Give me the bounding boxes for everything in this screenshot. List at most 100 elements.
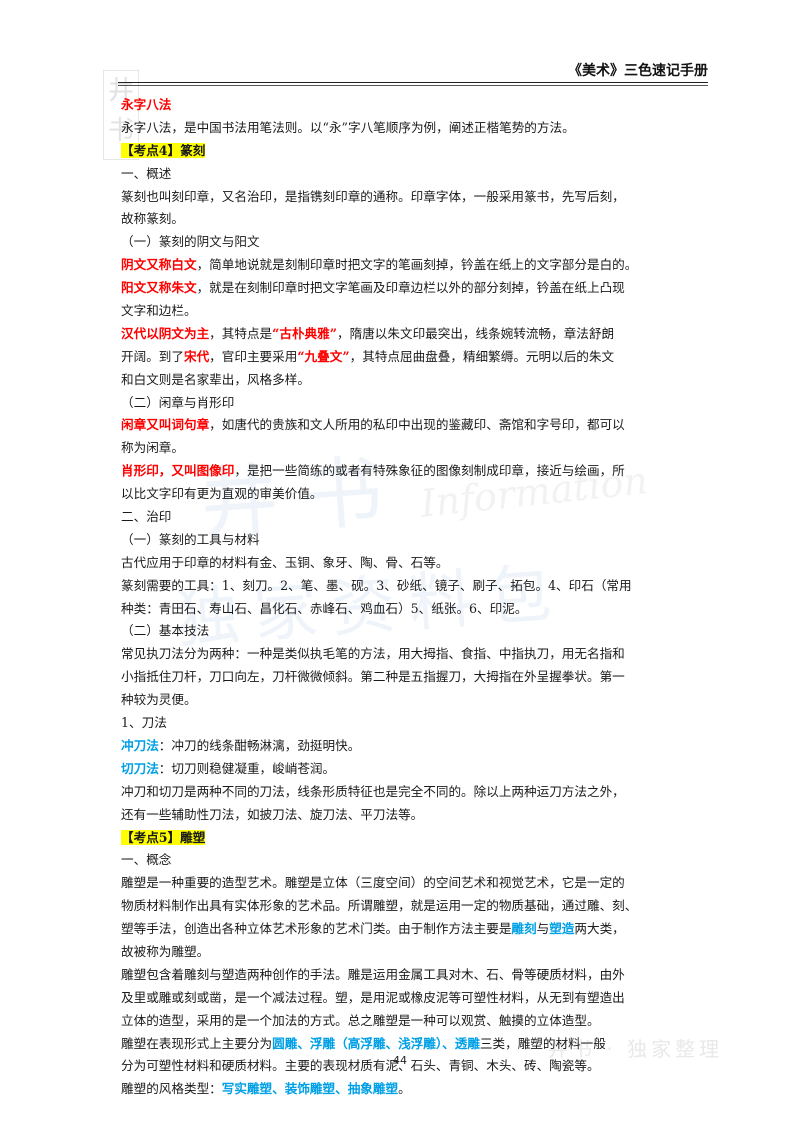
- text-line: 塑等手法，创造出各种立体艺术形象的艺术门类。由于制作方法主要是雕刻与塑造两大类，: [121, 918, 687, 941]
- text-segment: 及里或雕或刻或凿，是一个减法过程。塑，是用泥或橡皮泥等可塑性材料，从无到有塑造出: [121, 989, 625, 1005]
- section-heading: 【考点4】篆刻: [121, 142, 206, 158]
- text-segment: ，就是在刻制印章时把文字笔画及印章边栏以外的部分刻掉，钤盖在纸上凸现: [196, 280, 625, 296]
- text-line: 雕塑的风格类型：写实雕塑、装饰雕塑、抽象雕塑。: [121, 1078, 687, 1101]
- text-segment: 称为闲章。: [121, 440, 184, 456]
- text-segment: 冲刀和切刀是两种不同的刀法，线条形质特征也是完全不同的。除以上两种运刀方法之外，: [121, 783, 625, 799]
- text-line: 【考点5】雕塑: [121, 827, 687, 850]
- emphasis-text: 宋代: [183, 348, 210, 364]
- text-line: 1、刀法: [121, 712, 687, 735]
- emphasis-text: 圆雕、浮雕（高浮雕、浅浮雕）、透雕: [272, 1035, 480, 1051]
- text-segment: 古代应用于印章的材料有金、玉铜、象牙、陶、骨、石等。: [121, 554, 449, 570]
- text-line: 及里或雕或刻或凿，是一个减法过程。塑，是用泥或橡皮泥等可塑性材料，从无到有塑造出: [121, 987, 687, 1010]
- text-line: 冲刀法：冲刀的线条酣畅淋漓，劲挺明快。: [121, 735, 687, 758]
- text-segment: 两大类，: [574, 921, 625, 937]
- text-line: 汉代以阴文为主，其特点是“古朴典雅”，隋唐以朱文印最突出，线条婉转流畅，章法舒朗: [121, 323, 687, 346]
- text-line: 永字八法，是中国书法用笔法则。以“永”字八笔顺序为例，阐述正楷笔势的方法。: [121, 117, 687, 140]
- text-line: 【考点4】篆刻: [121, 140, 687, 163]
- text-line: 种较为灵便。: [121, 689, 687, 712]
- text-segment: 塑等手法，创造出各种立体艺术形象的艺术门类。由于制作方法主要是: [121, 921, 512, 937]
- emphasis-text: “九叠文”: [297, 348, 350, 364]
- text-line: 肖形印，又叫图像印，是把一些简练的或者有特殊象征的图像刻制成印章，接近与绘画，所: [121, 460, 687, 483]
- emphasis-text: 汉代以阴文为主: [121, 325, 210, 341]
- text-segment: 和白文则是名家辈出，风格多样。: [121, 371, 310, 387]
- text-segment: ，如唐代的贵族和文人所用的私印中出现的鉴藏印、斋馆和字号印，都可以: [209, 417, 625, 433]
- emphasis-text: 塑造: [549, 921, 575, 937]
- text-line: 一、概述: [121, 163, 687, 186]
- text-segment: ，是把一些简练的或者有特殊象征的图像刻制成印章，接近与绘画，所: [234, 463, 625, 479]
- text-line: 切刀法：切刀则稳健凝重，峻峭苍润。: [121, 758, 687, 781]
- text-segment: 雕塑是一种重要的造型艺术。雕塑是立体（三度空间）的空间艺术和视觉艺术，它是一定的: [121, 875, 625, 891]
- text-line: 物质材料制作出具有实体形象的艺术品。所谓雕塑，就是运用一定的物质基础，通过雕、刻…: [121, 895, 687, 918]
- text-line: （一）篆刻的工具与材料: [121, 529, 687, 552]
- text-segment: ：切刀则稳健凝重，峻峭苍润。: [158, 760, 336, 776]
- text-line: 常见执刀法分为两种：一种是类似执毛笔的方法，用大拇指、食指、中指执刀，用无名指和: [121, 643, 687, 666]
- emphasis-text: 切刀法: [121, 760, 159, 776]
- text-segment: 小指抵住刀杆，刀口向左，刀杆微微倾斜。第二种是五指握刀，大拇指在外呈握拳状。第一: [121, 669, 625, 685]
- text-segment: 种类：青田石、寿山石、昌化石、赤峰石、鸡血石）5、纸张。6、印泥。: [121, 600, 528, 616]
- text-segment: ，其特点是: [209, 325, 273, 341]
- text-line: 永字八法: [121, 94, 687, 117]
- text-segment: 永字八法，是中国书法用笔法则。以“永”字八笔顺序为例，阐述正楷笔势的方法。: [121, 119, 575, 135]
- text-segment: 种较为灵便。: [121, 692, 197, 708]
- text-segment: （二）闲章与肖形印: [121, 394, 235, 410]
- text-line: 和白文则是名家辈出，风格多样。: [121, 369, 687, 392]
- text-segment: 。: [398, 1081, 411, 1097]
- text-line: 阴文又称白文，简单地说就是刻制印章时把文字的笔画刻掉，钤盖在纸上的文字部分是白的…: [121, 254, 687, 277]
- emphasis-text: 冲刀法: [121, 737, 159, 753]
- text-line: 雕塑包含着雕刻与塑造两种创作的手法。雕是运用金属工具对木、石、骨等硬质材料，由外: [121, 964, 687, 987]
- text-line: （一）篆刻的阴文与阳文: [121, 231, 687, 254]
- text-line: 种类：青田石、寿山石、昌化石、赤峰石、鸡血石）5、纸张。6、印泥。: [121, 598, 687, 621]
- text-segment: （一）篆刻的工具与材料: [121, 531, 260, 547]
- text-segment: 一、概述: [121, 165, 172, 181]
- text-segment: 以比文字印有更为直观的审美价值。: [121, 486, 323, 502]
- text-line: 闲章又叫词句章，如唐代的贵族和文人所用的私印中出现的鉴藏印、斋馆和字号印，都可以: [121, 414, 687, 437]
- text-segment: 故被称为雕塑。: [121, 943, 210, 959]
- text-segment: 二、治印: [121, 509, 172, 525]
- emphasis-text: 阴文又称白文: [121, 257, 197, 273]
- text-line: 雕塑在表现形式上主要分为圆雕、浮雕（高浮雕、浅浮雕）、透雕三类，雕塑的材料一般: [121, 1033, 687, 1056]
- text-segment: 三类，雕塑的材料一般: [479, 1035, 606, 1051]
- text-segment: 还有一些辅助性刀法，如披刀法、旋刀法、平刀法等。: [121, 806, 424, 822]
- text-segment: 1、刀法: [121, 715, 167, 731]
- text-segment: ，简单地说就是刻制印章时把文字的笔画刻掉，钤盖在纸上的文字部分是白的。: [196, 257, 638, 273]
- text-line: 篆刻需要的工具：1、刻刀。2、笔、墨、砚。3、砂纸、镜子、刷子、拓包。4、印石（…: [121, 575, 687, 598]
- text-line: 文字和边栏。: [121, 300, 687, 323]
- text-segment: ，官印主要采用: [209, 348, 298, 364]
- text-segment: ，其特点屈曲盘叠，精细繁缛。元明以后的朱文: [349, 348, 615, 364]
- text-segment: 故称篆刻。: [121, 211, 184, 227]
- header-title: 《美术》三色速记手册: [568, 63, 708, 79]
- watermark-footer: 井书 · 独家整理: [548, 1037, 724, 1061]
- emphasis-text: “古朴典雅”: [272, 325, 337, 341]
- section-heading: 【考点5】雕塑: [121, 829, 206, 845]
- text-line: 冲刀和切刀是两种不同的刀法，线条形质特征也是完全不同的。除以上两种运刀方法之外，: [121, 781, 687, 804]
- watermark-corner: 井书: [103, 70, 139, 160]
- text-segment: 雕塑的风格类型：: [121, 1081, 222, 1097]
- text-line: 开阔。到了宋代，官印主要采用“九叠文”，其特点屈曲盘叠，精细繁缛。元明以后的朱文: [121, 346, 687, 369]
- text-segment: 篆刻也叫刻印章，又名治印，是指镌刻印章的通称。印章字体，一般采用篆书，先写后刻，: [121, 188, 625, 204]
- text-line: 雕塑是一种重要的造型艺术。雕塑是立体（三度空间）的空间艺术和视觉艺术，它是一定的: [121, 872, 687, 895]
- text-segment: 分为可塑性材料和硬质材料。主要的表现材质有泥、石头、青铜、木头、砖、陶瓷等。: [121, 1058, 600, 1074]
- text-segment: ，隋唐以朱文印最突出，线条婉转流畅，章法舒朗: [337, 325, 615, 341]
- text-segment: 雕塑包含着雕刻与塑造两种创作的手法。雕是运用金属工具对木、石、骨等硬质材料，由外: [121, 966, 625, 982]
- text-segment: （一）篆刻的阴文与阳文: [121, 234, 260, 250]
- text-segment: ：冲刀的线条酣畅淋漓，劲挺明快。: [158, 737, 361, 753]
- emphasis-text: 闲章又叫词句章: [121, 417, 210, 433]
- text-line: （二）基本技法: [121, 620, 687, 643]
- text-segment: 开阔。到了: [121, 348, 184, 364]
- text-line: 二、治印: [121, 506, 687, 529]
- header-rule-thin: [118, 85, 708, 86]
- text-line: 还有一些辅助性刀法，如披刀法、旋刀法、平刀法等。: [121, 804, 687, 827]
- text-line: 以比文字印有更为直观的审美价值。: [121, 483, 687, 506]
- text-segment: （二）基本技法: [121, 623, 210, 639]
- emphasis-text: 肖形印，又叫图像印: [121, 463, 235, 479]
- emphasis-text: 永字八法: [121, 97, 172, 112]
- text-line: 分为可塑性材料和硬质材料。主要的表现材质有泥、石头、青铜、木头、砖、陶瓷等。: [121, 1055, 687, 1078]
- text-segment: 一、概念: [121, 852, 172, 868]
- page-number: 44: [393, 1054, 407, 1067]
- text-line: （二）闲章与肖形印: [121, 392, 687, 415]
- text-line: 故称篆刻。: [121, 208, 687, 231]
- text-line: 阳文又称朱文，就是在刻制印章时把文字笔画及印章边栏以外的部分刻掉，钤盖在纸上凸现: [121, 277, 687, 300]
- text-line: 古代应用于印章的材料有金、玉铜、象牙、陶、骨、石等。: [121, 552, 687, 575]
- emphasis-text: 写实雕塑、装饰雕塑、抽象雕塑: [221, 1081, 399, 1097]
